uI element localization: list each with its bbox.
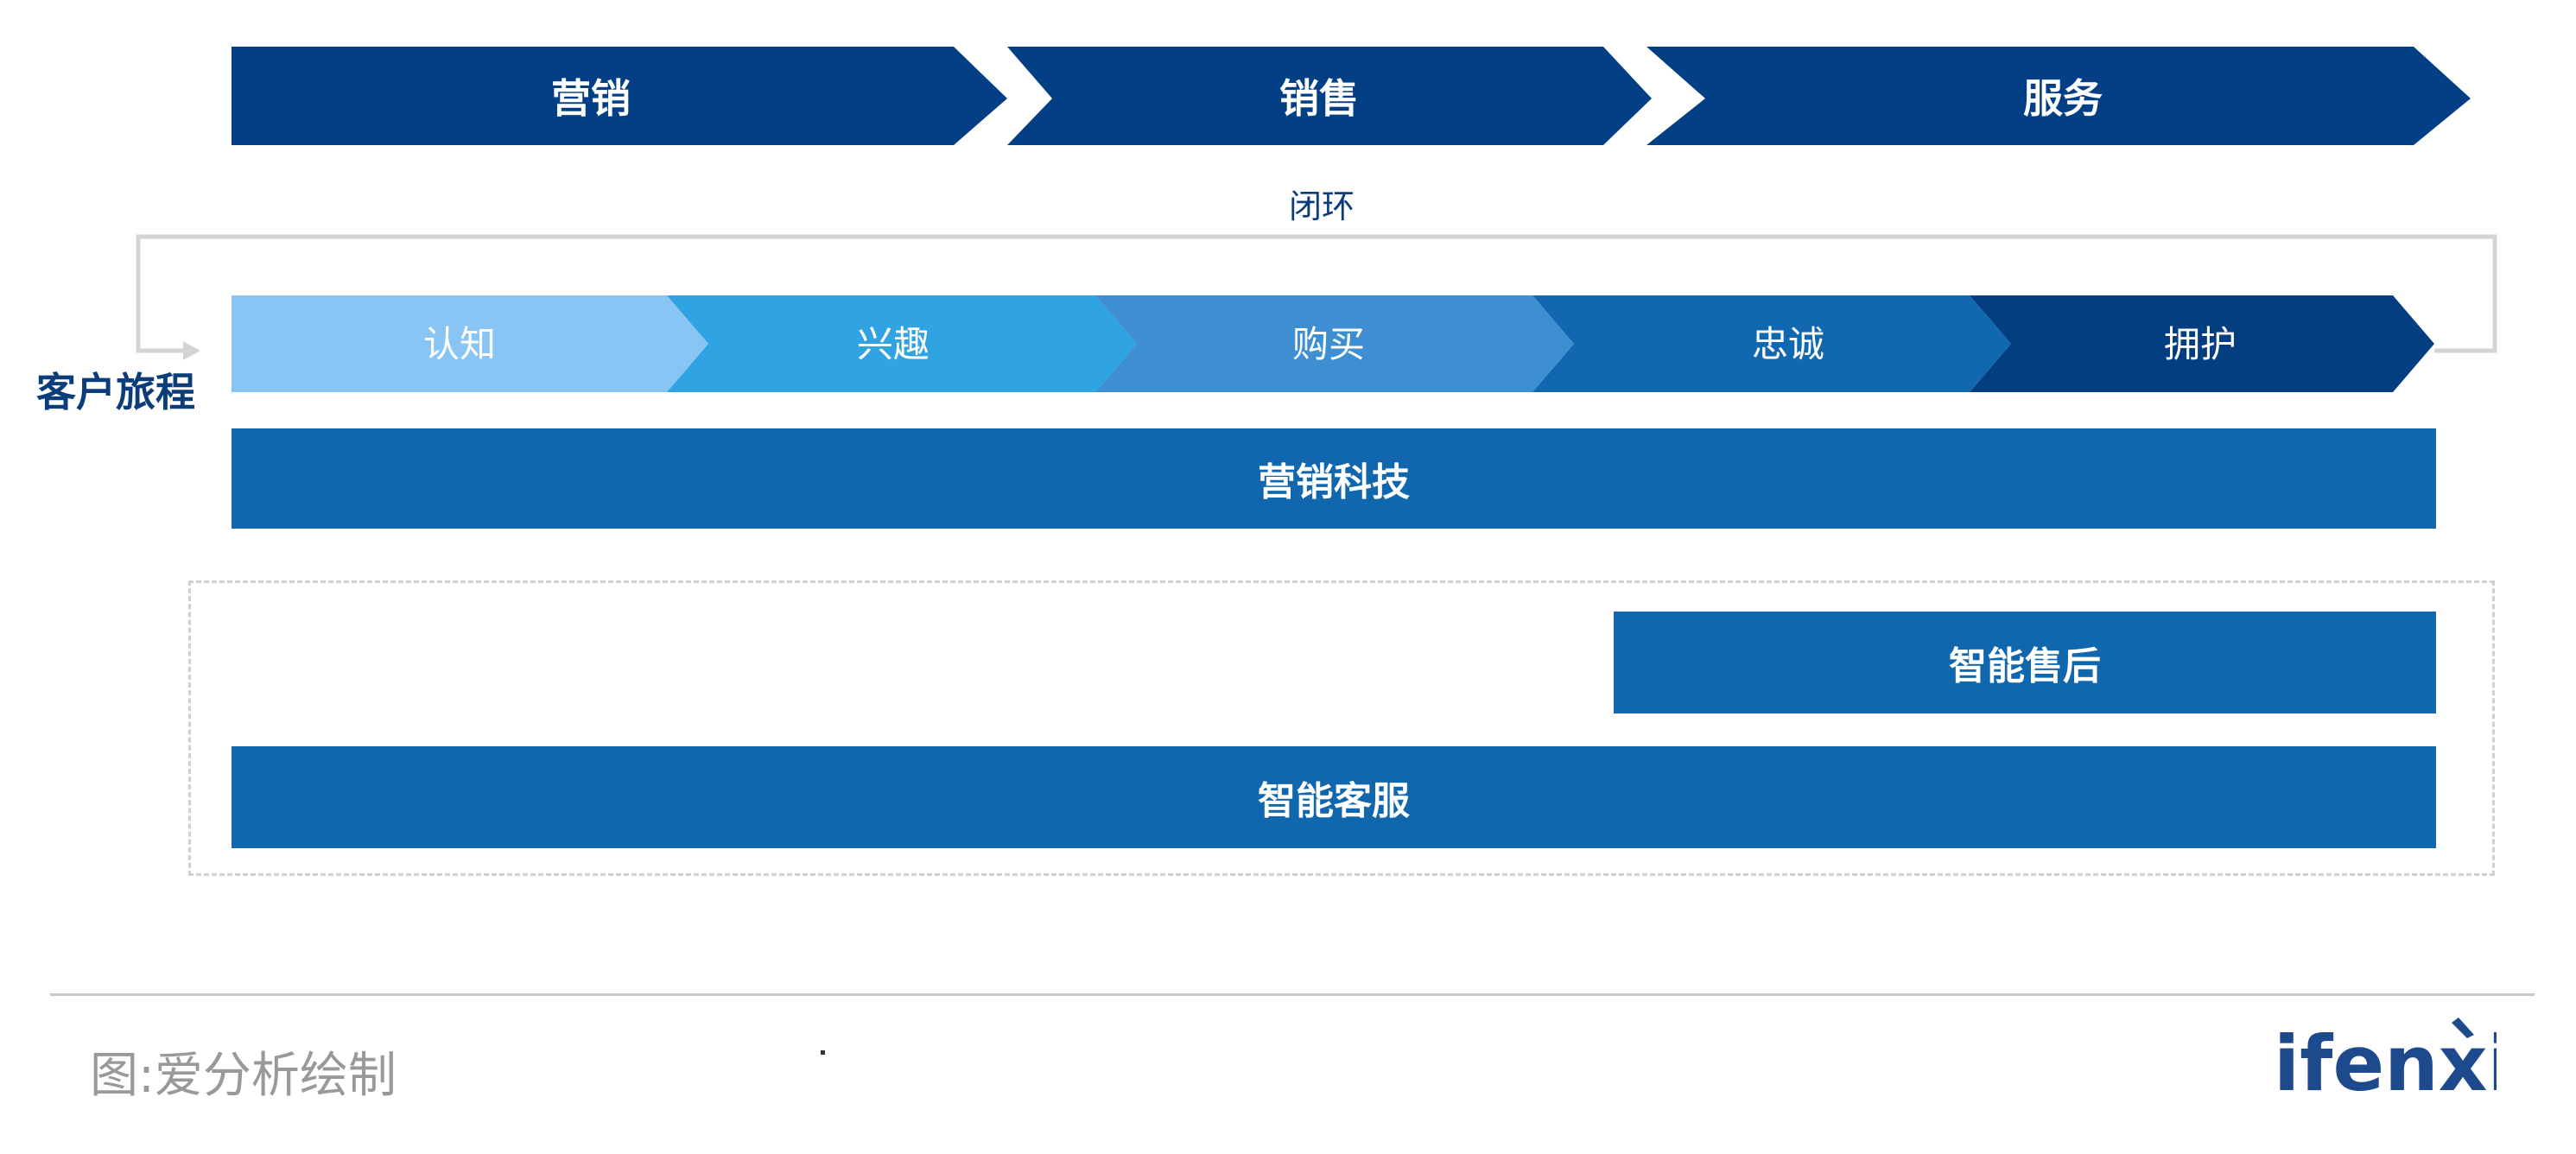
stray-dot	[821, 1050, 825, 1055]
stage-chevrons: 营销 销售 服务	[232, 47, 2471, 145]
journey-step-shape-interest	[667, 295, 1137, 392]
stage-shape-marketing	[232, 47, 1007, 145]
journey-step-shape-advocacy	[1970, 295, 2434, 392]
stage-label-service: 服务	[2023, 75, 2103, 122]
ai-aftersales-label: 智能售后	[1949, 644, 2101, 688]
ai-dashed-box	[188, 580, 2495, 876]
journey-step-label-purchase: 购买	[1292, 323, 1365, 365]
loop-label: 闭环	[1289, 187, 1355, 225]
stage-shape-sales	[1007, 47, 1652, 145]
martech-bar: 营销科技	[232, 428, 2436, 529]
journey-title: 客户旅程	[36, 369, 195, 415]
ai-aftersales-bar: 智能售后	[1614, 612, 2436, 713]
journey-step-label-advocacy: 拥护	[2164, 323, 2237, 365]
journey-step-shape-purchase	[1095, 295, 1574, 392]
journey-step-shape-awareness	[232, 295, 708, 392]
loop-line	[136, 234, 2497, 353]
stage-label-sales: 销售	[1279, 75, 1359, 122]
stage-shape-service	[1646, 47, 2471, 145]
journey-step-label-interest: 兴趣	[857, 323, 930, 365]
journey-step-label-loyalty: 忠诚	[1752, 323, 1824, 365]
source-caption: 图:爱分析绘制	[90, 1048, 397, 1104]
loop-arrowhead	[183, 341, 200, 360]
stage-label-marketing: 营销	[551, 75, 631, 122]
logo-accent-mark	[2452, 1018, 2474, 1038]
journey-diagram: 闭环 认知 兴趣 购买 忠诚 拥护 客户旅程	[36, 187, 2497, 415]
journey-step-shape-loyalty	[1532, 295, 2011, 392]
martech-label: 营销科技	[1258, 460, 1410, 504]
ifenxi-logo: ifenxi	[2274, 1018, 2497, 1106]
ai-service-bar: 智能客服	[232, 746, 2436, 848]
journey-step-label-awareness: 认知	[423, 323, 496, 365]
ai-service-label: 智能客服	[1258, 779, 1410, 823]
footer-divider	[50, 993, 2535, 996]
logo-text: ifenxi	[2274, 1019, 2497, 1106]
